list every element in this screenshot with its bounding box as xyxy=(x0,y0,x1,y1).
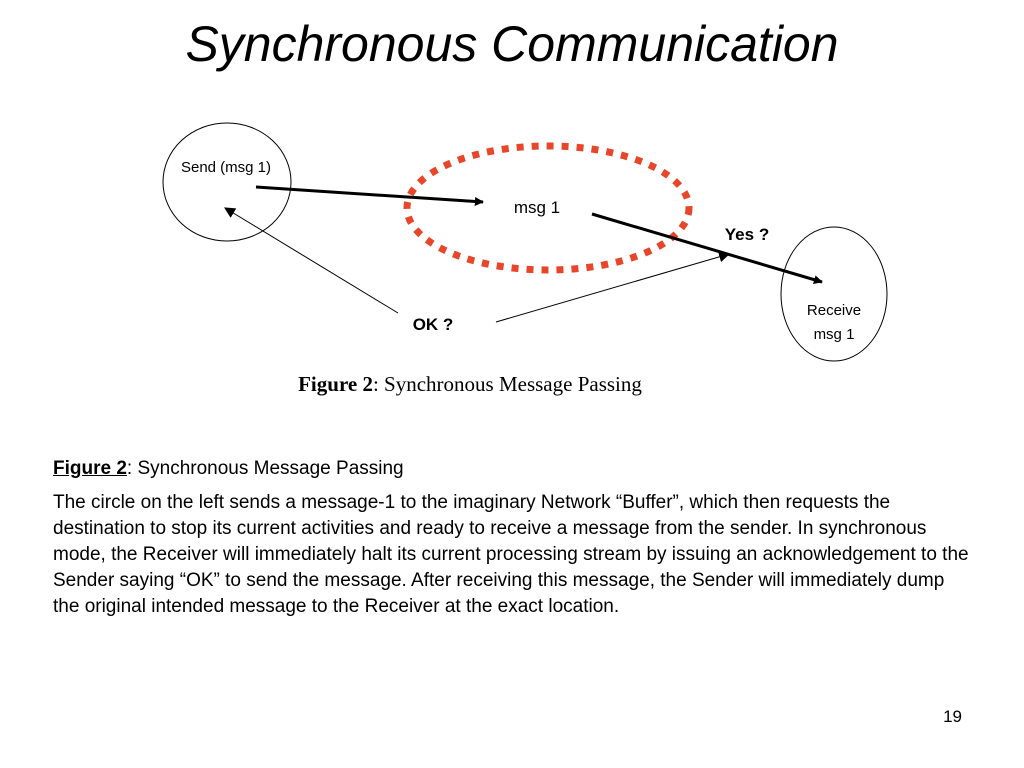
network-buffer-outline xyxy=(403,142,693,274)
description-heading-text: : Synchronous Message Passing xyxy=(126,458,404,479)
receiver-node xyxy=(780,226,888,362)
deliver-message-arrow xyxy=(591,212,823,285)
description-paragraph: The circle on the left sends a message-1… xyxy=(53,492,969,617)
receiver-label-line2: msg 1 xyxy=(814,326,855,343)
page-number: 19 xyxy=(943,707,962,726)
yes-query-arrow xyxy=(495,251,731,323)
figure-caption-text: : Synchronous Message Passing xyxy=(372,372,642,396)
send-message-arrow xyxy=(255,185,484,206)
sender-node xyxy=(162,122,292,242)
yes-label: Yes ? xyxy=(725,225,769,244)
figure-caption: Figure 2: Synchronous Message Passing xyxy=(0,372,940,397)
ok-acknowledgement-arrow xyxy=(224,207,399,314)
description-heading: Figure 2: Synchronous Message Passing xyxy=(53,456,973,482)
sender-label: Send (msg 1) xyxy=(181,159,271,176)
figure-caption-number: Figure 2 xyxy=(298,372,373,396)
description-figure-ref: Figure 2 xyxy=(53,458,127,479)
description-block: Figure 2: Synchronous Message Passing Th… xyxy=(53,456,973,628)
slide-title: Synchronous Communication xyxy=(185,16,839,72)
buffer-label: msg 1 xyxy=(514,198,560,217)
ok-label: OK ? xyxy=(413,315,454,334)
receiver-label-line1: Receive xyxy=(807,302,861,319)
